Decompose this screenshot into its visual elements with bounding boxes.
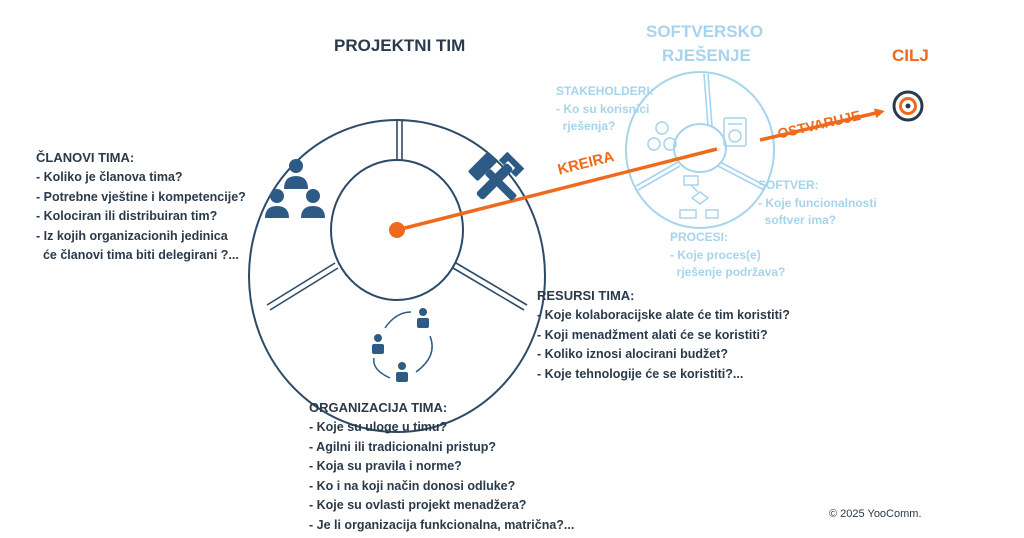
creates-arrow: [389, 147, 718, 238]
roles-cycle-icon: [372, 308, 433, 382]
team-organization-item: - Je li organizacija funkcionalna, matri…: [309, 517, 575, 532]
team-organization-item: - Koje su uloge u timu?: [309, 420, 448, 434]
team-resources-heading: RESURSI TIMA:: [537, 288, 635, 303]
team-members-item: - Potrebne vještine i kompetencije?: [36, 189, 246, 204]
stakeholders-block: STAKEHOLDERI: - Ko su korisnici rješenja…: [556, 84, 654, 135]
team-members-item: - Koliko je članova tima?: [36, 170, 183, 184]
team-organization-item: - Koje su ovlasti projekt menadžera?: [309, 498, 527, 512]
stakeholders-item: - Ko su korisnici: [556, 102, 650, 116]
team-center-dot: [389, 222, 405, 238]
software-inner-ring: [673, 123, 727, 173]
process-flowchart-icon: [679, 175, 719, 219]
team-members-item: - Kolociran ili distribuiran tim?: [36, 209, 218, 223]
team-resources-item: - Koliko iznosi alocirani budžet?: [537, 347, 728, 361]
team-divider-right: [452, 262, 528, 311]
team-organization-block: ORGANIZACIJA TIMA: - Koje su uloge u tim…: [309, 400, 574, 535]
stakeholders-item: rješenja?: [556, 119, 616, 133]
software-title-line1: SOFTVERSKO: [646, 22, 764, 41]
stakeholders-heading: STAKEHOLDERI:: [556, 84, 654, 98]
team-organization-item: - Agilni ili tradicionalni pristup?: [309, 439, 497, 454]
team-title: PROJEKTNI TIM: [334, 36, 466, 55]
target-icon: [892, 90, 924, 122]
processes-block: PROCESI: - Koje proces(e) rješenje podrž…: [670, 230, 785, 281]
processes-item: - Koje proces(e): [670, 248, 761, 262]
team-organization-item: - Ko i na koji način donosi odluke?: [309, 478, 516, 493]
people-group-icon: [265, 159, 325, 218]
team-members-heading: ČLANOVI TIMA:: [36, 150, 135, 165]
software-item: - Koje funcionalnosti: [758, 196, 877, 210]
goal-title: CILJ: [892, 46, 929, 65]
stakeholders-icon: [647, 121, 677, 151]
processes-heading: PROCESI:: [670, 230, 729, 244]
team-members-item: - Iz kojih organizacionih jedinica: [36, 228, 228, 243]
copyright: © 2025 YooComm.: [829, 508, 922, 520]
software-outer-ring: [625, 71, 775, 229]
software-heading: SOFTVER:: [758, 178, 819, 192]
team-resources-item: - Koje tehnologije će se koristiti?...: [537, 366, 744, 381]
software-dividers: [635, 73, 767, 191]
team-members-block: ČLANOVI TIMA: - Koliko je članova tima? …: [36, 150, 246, 266]
team-members-item: će članovi tima biti delegirani ?...: [36, 248, 239, 262]
achieves-arrow: [759, 108, 885, 142]
team-divider-top: [396, 120, 403, 160]
software-title-line2: RJEŠENJE: [662, 46, 751, 65]
processes-item: rješenje podržava?: [670, 265, 786, 279]
team-organization-heading: ORGANIZACIJA TIMA:: [309, 400, 448, 415]
software-item: softver ima?: [758, 213, 837, 227]
team-divider-left: [266, 262, 339, 311]
team-resources-block: RESURSI TIMA: - Koje kolaboracijske alat…: [537, 288, 790, 384]
software-document-icon: [723, 117, 747, 147]
team-resources-item: - Koje kolaboracijske alate će tim koris…: [537, 308, 790, 322]
software-block: SOFTVER: - Koje funcionalnosti softver i…: [758, 178, 877, 229]
team-organization-item: - Koja su pravila i norme?: [309, 459, 462, 473]
team-resources-item: - Koji menadžment alati će se koristiti?: [537, 327, 768, 342]
